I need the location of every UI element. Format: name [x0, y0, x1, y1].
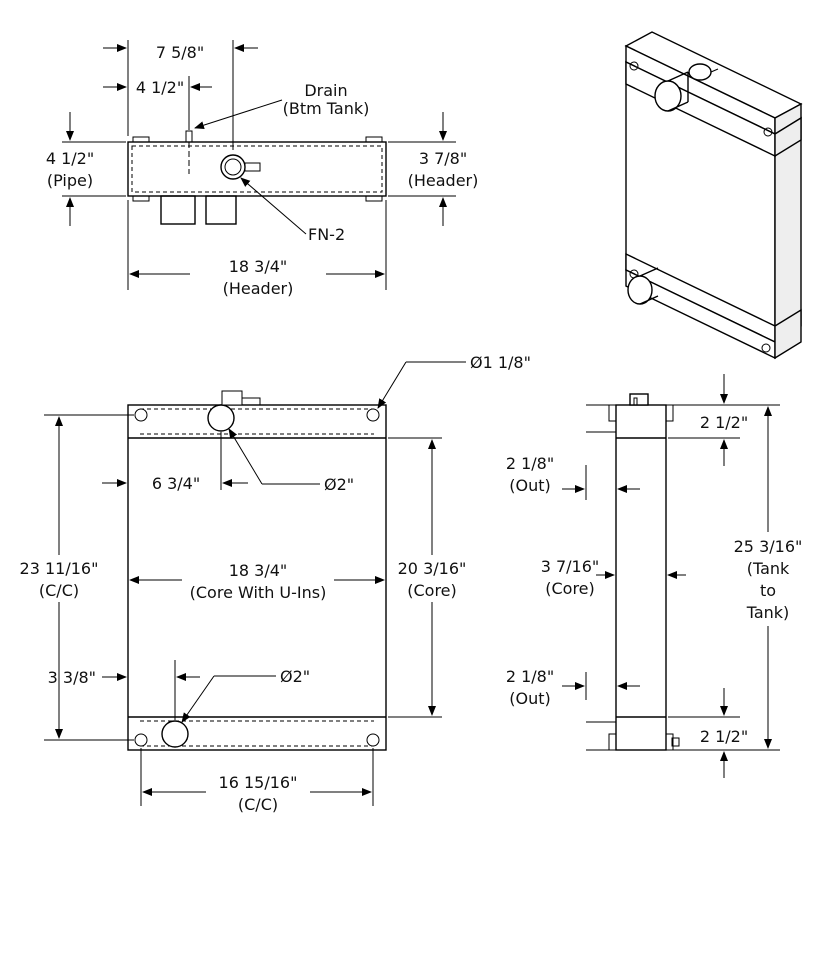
dim-header-height-sub: (Header) — [408, 171, 479, 190]
dim-header-width: 18 3/4" — [229, 257, 288, 276]
dim-cc-width-sub: (C/C) — [238, 795, 278, 814]
dim-top-out-sub: (Out) — [509, 476, 551, 495]
dim-cc-height: 23 11/16" — [20, 559, 99, 578]
iso-filler-cap — [688, 63, 712, 81]
side-core — [615, 404, 667, 751]
front-mount-hole-tr — [366, 408, 380, 422]
top-tab-right-b — [365, 195, 383, 202]
front-bottom-pipe — [161, 720, 189, 748]
drain-label: Drain — [304, 81, 347, 100]
dim-core-depth-sub: (Core) — [545, 579, 595, 598]
dim-bottom-out-sub: (Out) — [509, 689, 551, 708]
front-top-pipe — [207, 404, 235, 432]
iso-bottom-tank-side — [774, 308, 802, 360]
front-mount-hole-bl — [134, 733, 148, 747]
dim-pipe-offset: 6 3/4" — [152, 474, 200, 493]
dim-core-height-sub: (Core) — [407, 581, 457, 600]
dim-bottom-tank: 2 1/2" — [700, 727, 748, 746]
dim-core-depth: 3 7/16" — [541, 557, 600, 576]
dim-bottom-offset: 3 3/8" — [48, 668, 96, 687]
top-tab-left-b — [132, 195, 150, 202]
top-tab-right — [365, 136, 383, 143]
dim-header-height: 3 7/8" — [419, 149, 467, 168]
bottom-pipe-stub-1 — [160, 195, 196, 225]
top-header-body — [127, 141, 387, 197]
fn2-fitting-tab — [244, 162, 261, 172]
drain-sub-label: (Btm Tank) — [283, 99, 370, 118]
front-mount-hole-br — [366, 733, 380, 747]
side-bottom-flange-left — [608, 733, 617, 751]
dim-core-height: 20 3/16" — [398, 559, 467, 578]
front-view: Ø1 1/8" 6 3/4" Ø2" 23 11/16" (C/C) 18 3/… — [20, 353, 531, 814]
dim-mount-hole: Ø1 1/8" — [470, 353, 531, 372]
iso-top-strip-side — [774, 116, 802, 158]
fn2-fitting-inner — [224, 158, 242, 176]
dim-header-width-sub: (Header) — [223, 279, 294, 298]
drain-plug — [185, 130, 193, 143]
isometric-view — [624, 31, 803, 360]
dim-cc-height-sub: (C/C) — [39, 581, 79, 600]
top-view: 7 5/8" 4 1/2" Drain (Btm Tank) 4 1/2" (P… — [46, 40, 479, 298]
dim-tank-to-tank-l2: (Tank — [747, 559, 790, 578]
fn2-label: FN-2 — [308, 225, 345, 244]
side-top-flange-right — [665, 404, 674, 422]
dim-bottom-pipe-dia: Ø2" — [280, 667, 310, 686]
dim-core-width-sub: (Core With U-Ins) — [190, 583, 327, 602]
side-top-cap — [629, 393, 649, 406]
front-filler-cap — [221, 390, 243, 406]
dim-7-5-8: 7 5/8" — [156, 43, 204, 62]
dim-core-width: 18 3/4" — [229, 561, 288, 580]
side-top-flange-left — [608, 404, 617, 422]
dim-tank-to-tank-l4: Tank) — [746, 603, 790, 622]
dim-top-pipe-dia: Ø2" — [324, 475, 354, 494]
top-tab-left — [132, 136, 150, 143]
dim-pipe-sub: (Pipe) — [47, 171, 93, 190]
bottom-pipe-stub-2 — [205, 195, 237, 225]
dim-bottom-out: 2 1/8" — [506, 667, 554, 686]
dim-tank-to-tank-l3: to — [760, 581, 776, 600]
front-mount-hole-tl — [134, 408, 148, 422]
dim-top-out: 2 1/8" — [506, 454, 554, 473]
dim-cc-width: 16 15/16" — [219, 773, 298, 792]
dim-tank-to-tank: 25 3/16" — [734, 537, 803, 556]
dim-top-tank: 2 1/2" — [700, 413, 748, 432]
side-view: 2 1/2" 2 1/8" (Out) 3 7/16" (Core) 25 3/… — [506, 374, 803, 778]
dim-4-1-2-horizontal: 4 1/2" — [136, 78, 184, 97]
dim-pipe: 4 1/2" — [46, 149, 94, 168]
